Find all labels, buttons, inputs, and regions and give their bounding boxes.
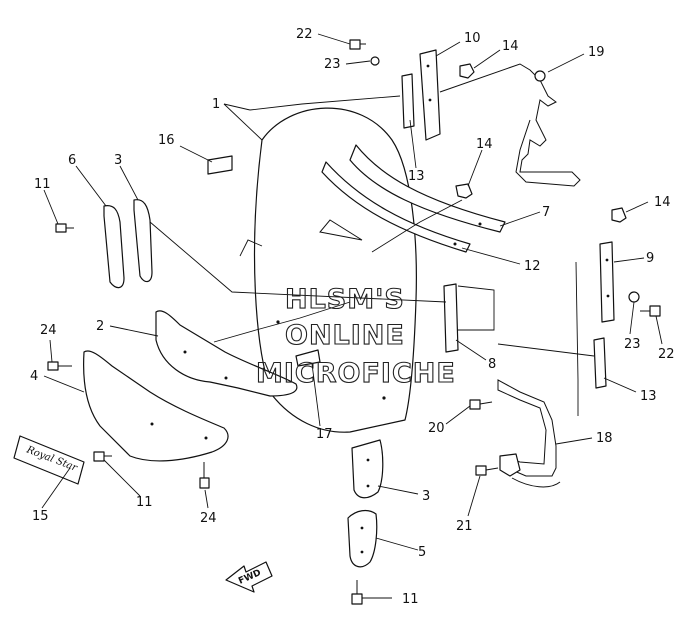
bolt-21 bbox=[475, 465, 499, 476]
callout-17: 17 bbox=[316, 427, 333, 442]
screw-11-left bbox=[55, 223, 74, 233]
callout-23: 23 bbox=[624, 337, 641, 352]
plate-13-right bbox=[593, 337, 607, 389]
callout-3: 3 bbox=[114, 153, 122, 168]
watermark-line3: MICROFICHE bbox=[256, 358, 456, 389]
watermark: HLSM'S ONLINE MICROFICHE bbox=[255, 283, 456, 389]
callout-7: 7 bbox=[542, 205, 550, 220]
screw-11-lower-left bbox=[93, 451, 112, 462]
mount-stay-19 bbox=[439, 63, 581, 187]
bracket-17 bbox=[295, 349, 321, 367]
callout-8: 8 bbox=[488, 357, 496, 372]
callout-14: 14 bbox=[476, 137, 493, 152]
callout-15: 15 bbox=[32, 509, 49, 524]
nut-14-mid bbox=[455, 183, 473, 199]
lower-stay-18 bbox=[497, 379, 561, 488]
callout-10: 10 bbox=[464, 31, 481, 46]
callout-22: 22 bbox=[658, 347, 675, 362]
trim-strip-lower bbox=[321, 161, 471, 253]
royal-star-emblem: Royal Star bbox=[13, 435, 85, 485]
callout-13: 13 bbox=[640, 389, 657, 404]
watermark-line1: HLSM'S bbox=[285, 284, 405, 315]
watermark-line2: ONLINE bbox=[285, 320, 405, 351]
callout-6: 6 bbox=[68, 153, 76, 168]
plate-8 bbox=[443, 283, 459, 353]
callout-14: 14 bbox=[654, 195, 671, 210]
bolt-22-upper bbox=[349, 39, 366, 50]
callout-5: 5 bbox=[418, 545, 426, 560]
callout-labels: 22 23 10 14 19 1 16 13 14 6 3 11 7 14 9 … bbox=[30, 27, 675, 607]
callout-16: 16 bbox=[158, 133, 175, 148]
callout-4: 4 bbox=[30, 369, 38, 384]
bottom-panel-5 bbox=[347, 509, 378, 568]
bracket-9 bbox=[599, 241, 615, 323]
bottom-panel-3 bbox=[351, 439, 384, 499]
nut-14-upper bbox=[459, 63, 475, 79]
fwd-arrow: FWD bbox=[225, 561, 273, 593]
screw-24-upper bbox=[47, 361, 72, 371]
leader-lines bbox=[41, 33, 663, 599]
callout-13: 13 bbox=[408, 169, 425, 184]
lower-panel-2 bbox=[155, 310, 298, 397]
bracket-10 bbox=[419, 49, 441, 141]
bolt-20 bbox=[469, 399, 493, 410]
nut-14-right bbox=[611, 207, 627, 223]
bolt-22-right bbox=[640, 305, 661, 317]
callout-9: 9 bbox=[646, 251, 654, 266]
callout-11: 11 bbox=[34, 177, 51, 192]
seal-pad bbox=[207, 155, 233, 175]
side-panel-6 bbox=[103, 205, 125, 289]
callout-14: 14 bbox=[502, 39, 519, 54]
windshield bbox=[253, 107, 417, 433]
callout-21: 21 bbox=[456, 519, 473, 534]
callout-24: 24 bbox=[200, 511, 217, 526]
callout-1: 1 bbox=[212, 97, 220, 112]
callout-24: 24 bbox=[40, 323, 57, 338]
callout-20: 20 bbox=[428, 421, 445, 436]
plate-13-upper bbox=[401, 73, 415, 129]
washer-23-upper bbox=[370, 56, 380, 66]
callout-18: 18 bbox=[596, 431, 613, 446]
callout-12: 12 bbox=[524, 259, 541, 274]
screw-24-lower bbox=[199, 462, 210, 489]
callout-11: 11 bbox=[136, 495, 153, 510]
screw-11-bottom bbox=[351, 580, 363, 605]
callout-3: 3 bbox=[422, 489, 430, 504]
assembly-lines bbox=[149, 95, 595, 416]
callout-22: 22 bbox=[296, 27, 313, 42]
lower-panel-4 bbox=[83, 350, 229, 462]
callout-2: 2 bbox=[96, 319, 104, 334]
side-panel-3 bbox=[133, 199, 153, 283]
callout-23: 23 bbox=[324, 57, 341, 72]
trim-strip-upper bbox=[349, 144, 506, 233]
callout-11: 11 bbox=[402, 592, 419, 607]
callout-19: 19 bbox=[588, 45, 605, 60]
washer-23-right bbox=[628, 291, 640, 303]
